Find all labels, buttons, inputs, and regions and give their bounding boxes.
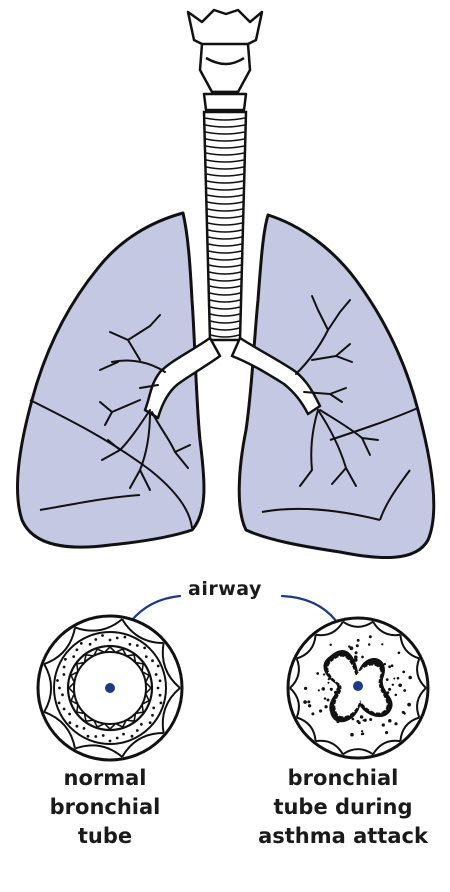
normal-label-line-3: tube: [20, 822, 190, 851]
normal-label-line-2: bronchial: [20, 793, 190, 822]
asthma-label-line-2: tube during: [248, 793, 438, 822]
asthma-label-line-3: asthma attack: [248, 822, 438, 851]
larynx: [188, 10, 262, 110]
airway-label: airway: [172, 578, 278, 600]
asthma-label-line-1: bronchial: [248, 764, 438, 793]
asthma-tube-section: [288, 618, 428, 758]
right-lung: [239, 215, 434, 558]
normal-tube-section: [38, 616, 182, 760]
normal-tube-label: normal bronchial tube: [20, 764, 190, 851]
normal-label-line-1: normal: [20, 764, 190, 793]
asthma-tube-label: bronchial tube during asthma attack: [248, 764, 438, 851]
